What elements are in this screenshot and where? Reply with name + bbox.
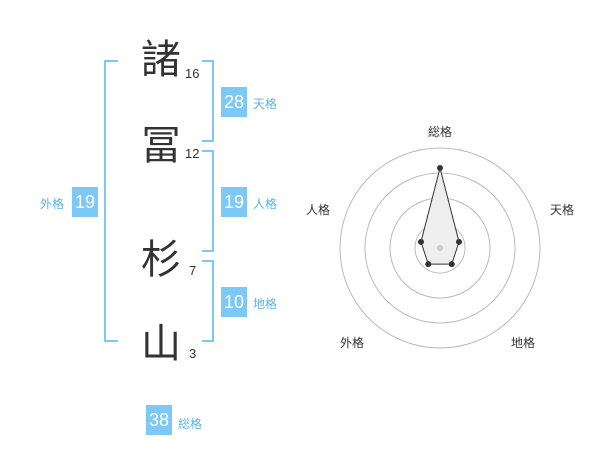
- tenkaku-bracket: [202, 60, 214, 142]
- name-char-4: 山: [141, 321, 181, 367]
- radar-label-tenkaku: 天格: [550, 203, 575, 217]
- gaikaku-value: 19: [72, 187, 98, 217]
- tenkaku-value: 28: [221, 87, 247, 117]
- name-char-3: 杉: [141, 237, 181, 283]
- radar-point: [456, 238, 463, 245]
- name-char-1: 諸: [141, 37, 181, 83]
- stroke-count-2: 12: [185, 146, 200, 161]
- chikaku-value: 10: [221, 287, 247, 317]
- radar-ring: [339, 147, 541, 349]
- radar-point: [425, 261, 432, 268]
- radar-label-jinkaku: 人格: [306, 203, 331, 217]
- jinkaku-label: 人格: [253, 197, 278, 211]
- chikaku-label: 地格: [253, 297, 278, 311]
- stroke-count-3: 7: [189, 263, 197, 278]
- radar-label-gaikaku: 外格: [340, 336, 365, 350]
- stroke-count-1: 16: [185, 66, 200, 81]
- stroke-count-4: 3: [189, 346, 197, 361]
- chikaku-bracket: [202, 260, 214, 342]
- radar-point: [417, 238, 424, 245]
- tenkaku-label: 天格: [253, 97, 278, 111]
- radar-point: [448, 261, 455, 268]
- jinkaku-bracket: [202, 150, 214, 252]
- radar-point: [437, 165, 443, 171]
- gaikaku-label: 外格: [40, 197, 65, 211]
- soukaku-value: 38: [146, 405, 172, 435]
- radar-label-chikaku: 地格: [511, 336, 536, 350]
- gaikaku-bracket: [104, 60, 118, 342]
- radar-center: [437, 245, 443, 251]
- name-char-2: 冨: [141, 123, 181, 169]
- radar-shape: [420, 167, 460, 265]
- radar-label-soukaku: 総格: [428, 125, 453, 139]
- jinkaku-value: 19: [221, 187, 247, 217]
- soukaku-label: 総格: [178, 417, 203, 431]
